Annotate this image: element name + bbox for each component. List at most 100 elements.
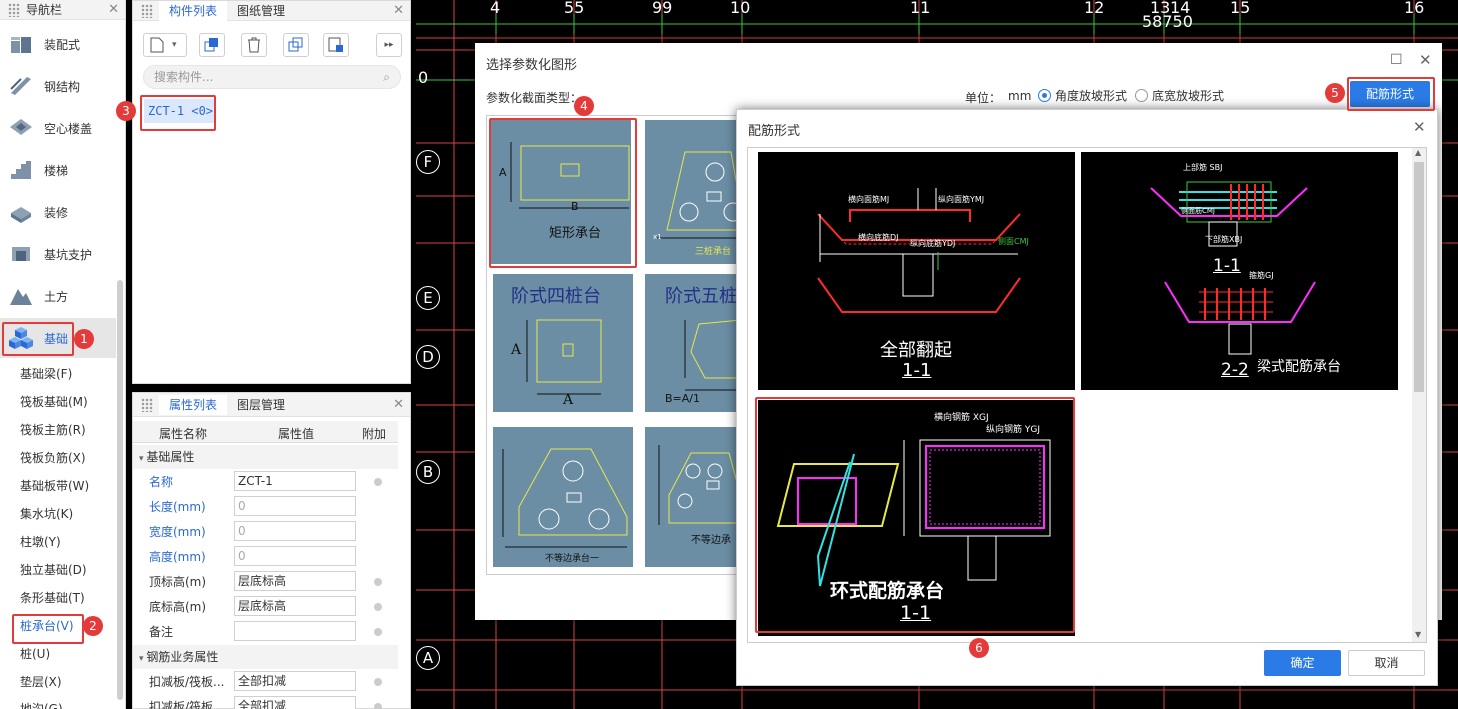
nav-sub-item-pile-cap[interactable]: 桩承台(V) <box>20 619 74 633</box>
property-value-input[interactable]: 层底标高 <box>234 571 356 591</box>
property-value-input[interactable]: 层底标高 <box>234 596 356 616</box>
nav-sub-item[interactable]: 基础板带(W) <box>20 479 90 493</box>
drag-grip-icon[interactable] <box>141 397 153 412</box>
nav-sub-item[interactable]: 独立基础(D) <box>20 563 87 577</box>
duplicate-layer-button[interactable] <box>283 33 309 57</box>
property-group-basic[interactable]: ▾ 基础属性 <box>133 445 398 469</box>
attach-checkbox[interactable] <box>374 603 382 611</box>
dropdown-caret-icon[interactable]: ▾ <box>172 40 177 50</box>
scroll-up-icon[interactable]: ▲ <box>1415 148 1422 157</box>
nav-category-steel[interactable]: 钢结构 <box>0 66 116 106</box>
rebar-form-button[interactable]: 配筋形式 <box>1350 81 1430 107</box>
shape-title: 阶式五桩 <box>665 286 737 307</box>
nav-sub-item[interactable]: 柱墩(Y) <box>20 535 61 549</box>
nav-category-earthwork[interactable]: 土方 <box>0 276 116 316</box>
tab-property-list[interactable]: 属性列表 <box>159 394 228 415</box>
maximize-icon[interactable]: ☐ <box>1390 52 1403 68</box>
new-component-button[interactable]: ▾ <box>143 33 187 57</box>
rebar-label: 侧面筋CMJ <box>1181 207 1215 215</box>
close-icon[interactable]: ✕ <box>1413 118 1426 136</box>
close-icon[interactable]: ✕ <box>1419 51 1432 69</box>
property-row: 高度(mm) 0 <box>133 544 398 569</box>
cancel-button[interactable]: 取消 <box>1348 650 1425 676</box>
property-value-input[interactable] <box>234 621 356 641</box>
ok-button[interactable]: 确定 <box>1264 650 1341 676</box>
nav-sub-item[interactable]: 基础梁(F) <box>20 367 73 381</box>
close-icon[interactable]: ✕ <box>393 3 404 18</box>
rebar-option-ring-style[interactable]: 横向钢筋 XGJ 纵向钢筋 YGJ 环式配筋承台 1-1 <box>758 400 1075 636</box>
close-icon[interactable]: ✕ <box>108 2 119 17</box>
nav-category-decoration[interactable]: 装修 <box>0 192 116 232</box>
axis-label-top: 4 <box>490 0 501 17</box>
filter-button[interactable] <box>323 33 349 57</box>
property-name: 宽度(mm) <box>149 525 206 539</box>
rebar-label: 纵向面筋YMJ <box>938 195 985 204</box>
attach-checkbox[interactable] <box>374 578 382 586</box>
nav-category-stairs[interactable]: 楼梯 <box>0 150 116 190</box>
radio-bottom-width-slope[interactable]: 底宽放坡形式 <box>1135 87 1224 104</box>
nav-sub-item[interactable]: 筏板负筋(X) <box>20 451 86 465</box>
more-button[interactable]: ▸▸ <box>376 33 402 57</box>
vertical-scrollbar[interactable]: ▲ ▼ <box>1412 148 1426 642</box>
close-icon[interactable]: ✕ <box>393 397 404 412</box>
rebar-option-beam-style[interactable]: 上部筋 SBJ 侧面筋CMJ 下部筋XBJ 箍筋GJ 1-1 2-2 梁式配筋承… <box>1081 152 1398 390</box>
drag-grip-icon[interactable] <box>141 3 153 18</box>
chevron-right-icon: ▸▸ <box>384 40 394 50</box>
property-value-input[interactable]: 0 <box>234 521 356 541</box>
nav-category-pit-support[interactable]: 基坑支护 <box>0 234 116 274</box>
prefab-icon <box>8 31 34 57</box>
attach-checkbox[interactable] <box>374 478 382 486</box>
nav-category-hollow-slab[interactable]: 空心楼盖 <box>0 108 116 148</box>
rebar-form-dialog: 配筋形式 ✕ ▲ ▼ 横向面筋MJ 纵向面筋YMJ 横向底筋DJ 纵向底筋YDJ… <box>736 109 1438 686</box>
axis-bubble-left: B <box>416 460 440 484</box>
search-icon[interactable]: ⌕ <box>383 70 390 84</box>
nav-category-prefab[interactable]: 装配式 <box>0 24 116 64</box>
property-group-rebar[interactable]: ▾ 钢筋业务属性 <box>133 645 398 669</box>
radio-button[interactable] <box>1135 89 1148 102</box>
scroll-down-icon[interactable]: ▼ <box>1415 630 1422 639</box>
tab-component-list[interactable]: 构件列表 <box>159 0 228 21</box>
nav-scrollbar[interactable] <box>117 280 123 700</box>
shape-thumb-step-five-pile[interactable]: 阶式五桩 B=A/1 <box>645 274 741 412</box>
hollow-slab-icon <box>8 115 34 141</box>
rebar-option-full-turnup[interactable]: 横向面筋MJ 纵向面筋YMJ 横向底筋DJ 纵向底筋YDJ 侧面CMJ 全部翻起… <box>758 152 1075 390</box>
shape-title: 矩形承台 <box>549 226 602 241</box>
tab-layer-management[interactable]: 图层管理 <box>237 397 286 412</box>
shape-thumb-rectangle[interactable]: A B 矩形承台 <box>491 120 631 264</box>
component-search-input[interactable]: 搜索构件... ⌕ <box>143 65 401 89</box>
nav-sub-item[interactable]: 条形基础(T) <box>20 591 85 605</box>
axis-bubble-left: F <box>416 150 440 174</box>
attach-checkbox[interactable] <box>374 678 382 686</box>
property-value-input[interactable]: 全部扣减 <box>234 696 356 709</box>
shape-thumb-step-four-pile[interactable]: 阶式四桩台 A A <box>493 274 633 412</box>
property-value-input[interactable]: 全部扣减 <box>234 671 356 691</box>
nav-sub-item[interactable]: 桩(U) <box>20 647 51 661</box>
scroll-thumb[interactable] <box>1414 162 1424 392</box>
nav-category-foundation[interactable]: 基础 <box>0 318 116 358</box>
radio-angle-slope[interactable]: 角度放坡形式 <box>1038 87 1127 104</box>
nav-sub-item[interactable]: 地沟(G) <box>20 702 63 709</box>
drag-grip-icon[interactable] <box>8 2 20 17</box>
axis-label-top: 11 <box>910 0 931 17</box>
nav-sub-item[interactable]: 筏板主筋(R) <box>20 423 86 437</box>
radio-button[interactable] <box>1038 89 1051 102</box>
delete-button[interactable] <box>241 33 267 57</box>
property-value-input[interactable]: ZCT-1 <box>234 471 356 491</box>
property-value-input[interactable]: 0 <box>234 546 356 566</box>
copy-button[interactable] <box>199 33 225 57</box>
property-row: 扣减板/筏板... 全部扣减 <box>133 694 398 709</box>
attach-checkbox[interactable] <box>374 628 382 636</box>
nav-sub-item[interactable]: 集水坑(K) <box>20 507 74 521</box>
nav-sub-item[interactable]: 垫层(X) <box>20 675 62 689</box>
shape-thumb-unequal-one[interactable]: 不等边承台一 <box>493 427 633 567</box>
shape-thumb-unequal-two[interactable]: 不等边承 <box>645 427 741 567</box>
shape-thumb-three-pile[interactable]: x1 三桩承台 <box>645 120 741 264</box>
rebar-caption: 全部翻起 <box>880 340 952 361</box>
tab-drawing-management[interactable]: 图纸管理 <box>237 3 286 18</box>
layers-icon <box>288 37 303 52</box>
nav-sub-item[interactable]: 筏板基础(M) <box>20 395 88 409</box>
rebar-label: 上部筋 SBJ <box>1183 163 1223 172</box>
attach-checkbox[interactable] <box>374 703 382 709</box>
property-value-input[interactable]: 0 <box>234 496 356 516</box>
component-item-zct-1[interactable]: ZCT-1 <0> <box>144 99 214 123</box>
